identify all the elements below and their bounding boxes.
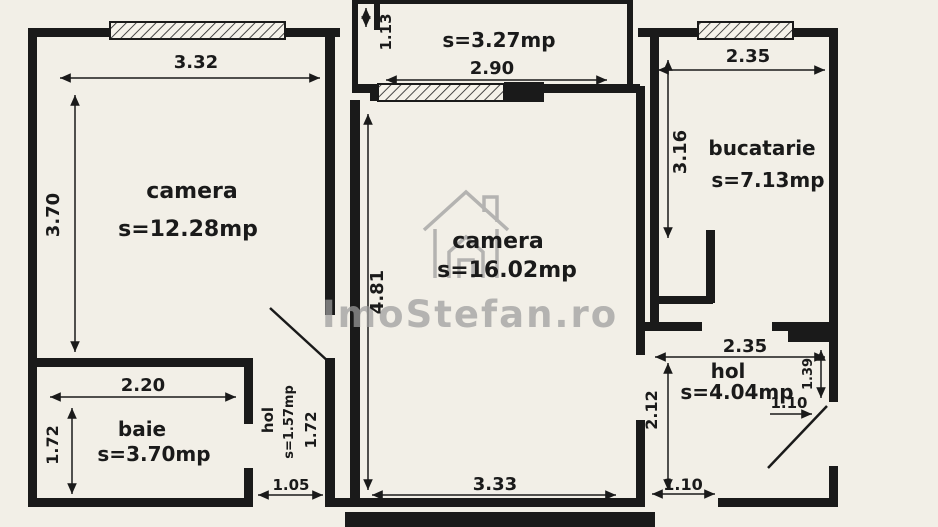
wall-corridor-left-upper <box>244 358 253 424</box>
wall-kitchen-hol-divider-left <box>645 322 702 331</box>
room-baie-label: baie <box>118 417 166 441</box>
dim-bucatarie-height: 3.16 <box>670 130 691 174</box>
room-baie-area: s=3.70mp <box>97 442 210 466</box>
window-balcony-door <box>377 83 505 102</box>
wall-center-right-upper <box>636 86 645 355</box>
house-inner <box>447 234 485 278</box>
window-camera1 <box>109 21 286 40</box>
wall-right-outer-lower <box>829 466 838 507</box>
wall-kitchen-left <box>650 28 659 322</box>
door-threshold-block <box>504 82 544 102</box>
room-hol-area: s=4.04mp <box>680 380 793 404</box>
wall-kitchen-shaft-horizontal <box>650 296 713 304</box>
labels: 3.32 3.70 camera s=12.28mp 1.13 s=3.27mp… <box>43 13 825 495</box>
room-camera1-area: s=12.28mp <box>118 217 258 242</box>
room-holmic-label: hol <box>259 407 277 433</box>
dim-entry-door: 1.10 <box>663 475 702 494</box>
door-swing-entry <box>767 405 828 469</box>
room-camera2-label: camera <box>452 229 543 254</box>
wall-hol-step-block <box>788 322 838 342</box>
dim-hol-niche: 1.39 <box>801 358 816 390</box>
house-chimney <box>482 195 499 222</box>
dim-balcon-depth: 1.13 <box>377 13 395 50</box>
wall-corridor-left-lower <box>244 468 253 507</box>
wall-camera2-top-right <box>544 84 640 93</box>
dim-holmic-height: 1.72 <box>302 411 320 448</box>
wall-corridor-right <box>325 358 335 507</box>
dim-baie-width: 2.20 <box>121 375 165 396</box>
window-bucatarie <box>697 21 794 40</box>
walls <box>28 0 838 527</box>
room-bucatarie-area: s=7.13mp <box>711 168 824 192</box>
window-jamb-block <box>370 84 380 101</box>
dim-baie-height: 1.72 <box>43 425 62 464</box>
door-swing-corridor <box>269 307 331 364</box>
wall-camera2-left <box>350 100 360 507</box>
dim-camera2-height: 4.81 <box>367 270 388 314</box>
dim-hol-height: 2.12 <box>642 390 661 429</box>
house-roof <box>422 189 510 232</box>
room-holmic-area: s=1.57mp <box>282 385 297 459</box>
dim-camera2-width: 3.33 <box>473 474 517 495</box>
room-bucatarie-label: bucatarie <box>708 136 815 160</box>
dim-holmic-width: 1.05 <box>272 476 309 494</box>
room-balcon-area: s=3.27mp <box>442 28 555 52</box>
wall-left-outer <box>28 28 37 507</box>
dim-balcon-width: 2.90 <box>470 58 514 79</box>
room-camera1-label: camera <box>146 179 237 204</box>
door-swings <box>269 307 828 469</box>
dim-camera1-width: 3.32 <box>174 52 218 73</box>
watermark-text: ImoStefan.ro <box>322 293 618 336</box>
dim-camera1-height: 3.70 <box>43 193 64 237</box>
wall-kitchen-shaft-vertical <box>706 230 715 303</box>
watermark: ImoStefan.ro <box>322 189 618 336</box>
wall-right-outer-upper <box>829 28 838 402</box>
wall-balcony-stub <box>374 0 380 30</box>
dim-bucatarie-width: 2.35 <box>726 46 770 67</box>
dim-hol-width: 2.35 <box>723 336 767 357</box>
house-door <box>457 258 475 278</box>
wall-center-right-lower <box>636 420 645 507</box>
wall-bottom-junction <box>330 498 360 507</box>
wall-camera2-top-left <box>352 84 378 93</box>
wall-balcony-right <box>627 0 633 88</box>
dim-hol-door: 1.10 <box>770 394 807 412</box>
room-camera2-area: s=16.02mp <box>437 258 577 283</box>
wall-balcony-top <box>352 0 633 4</box>
scan-artifact-bar <box>345 512 655 527</box>
wall-balcony-left <box>352 0 358 88</box>
room-hol-label: hol <box>711 359 746 383</box>
wall-camera1-right <box>325 28 335 315</box>
dimension-lines <box>50 8 826 500</box>
wall-bottom-baie <box>28 498 253 507</box>
wall-bottom-hol <box>718 498 838 507</box>
wall-bottom-camera2 <box>360 498 642 507</box>
wall-camera1-baie-divider <box>28 358 253 367</box>
house-icon <box>422 189 510 278</box>
